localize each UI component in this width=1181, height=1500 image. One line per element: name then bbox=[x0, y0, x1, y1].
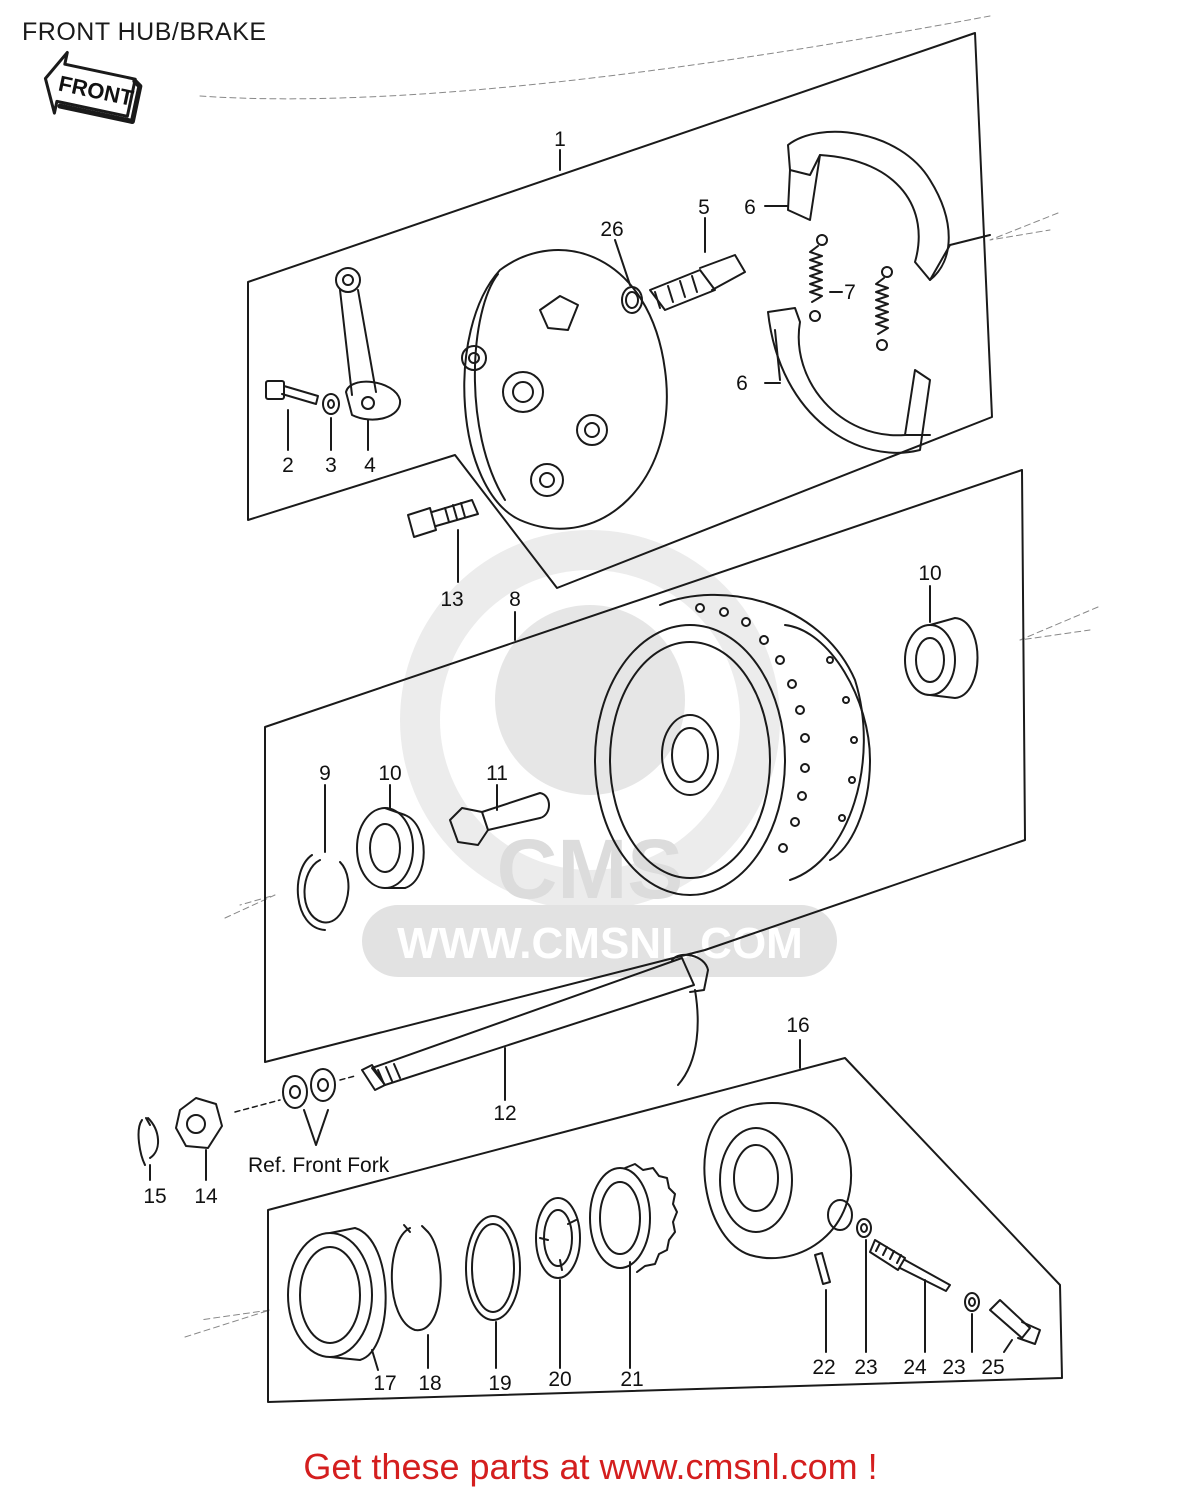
callout-10-right: 10 bbox=[918, 562, 941, 585]
part-3-washer[interactable] bbox=[322, 393, 340, 415]
part-14-axle-nut[interactable] bbox=[175, 1097, 223, 1149]
front-fork-washers bbox=[234, 1068, 356, 1146]
box-meter-gear-assembly bbox=[267, 1057, 1063, 1403]
centerlines bbox=[184, 15, 1099, 1338]
watermark-logo-text: CMS bbox=[497, 822, 684, 916]
callout-2: 2 bbox=[282, 454, 294, 477]
callout-8: 8 bbox=[509, 588, 521, 611]
callout-15: 15 bbox=[143, 1185, 166, 1208]
part-23-washer-b[interactable] bbox=[964, 1292, 980, 1312]
part-19-washer[interactable] bbox=[465, 1215, 521, 1321]
part-22-pin[interactable] bbox=[814, 1252, 831, 1285]
callout-23-a: 23 bbox=[854, 1356, 877, 1379]
callout-20: 20 bbox=[548, 1368, 571, 1391]
callout-22: 22 bbox=[812, 1356, 835, 1379]
part-24-speedometer-pinion[interactable] bbox=[869, 1239, 951, 1292]
part-11-spacer[interactable] bbox=[449, 792, 550, 846]
leader-26 bbox=[614, 239, 631, 286]
callout-11: 11 bbox=[486, 762, 508, 785]
part-1-brake-panel[interactable] bbox=[461, 249, 668, 530]
callout-labels: 1 2 3 4 5 6 6 7 8 9 10 10 11 12 13 14 15… bbox=[143, 128, 1004, 1395]
callout-14: 14 bbox=[194, 1185, 218, 1208]
box-brake-panel-assembly bbox=[247, 32, 993, 589]
watermark-logo: CMS WWW.CMSNL.COM bbox=[362, 530, 837, 977]
callout-13: 13 bbox=[440, 588, 463, 611]
callout-21: 21 bbox=[620, 1368, 643, 1391]
part-12-front-axle[interactable] bbox=[361, 953, 709, 1091]
part-10-bearing-right[interactable] bbox=[904, 617, 979, 699]
callout-12: 12 bbox=[493, 1102, 516, 1125]
callout-25: 25 bbox=[981, 1356, 1004, 1379]
callout-7: 7 bbox=[844, 281, 856, 304]
part-16-speedometer-gear-housing[interactable] bbox=[703, 1102, 853, 1260]
part-25-bushing[interactable] bbox=[989, 1299, 1041, 1345]
callout-17: 17 bbox=[373, 1372, 396, 1395]
part-13-bolt[interactable] bbox=[407, 499, 479, 538]
leader-17 bbox=[371, 1349, 379, 1371]
callout-26: 26 bbox=[600, 218, 623, 241]
front-direction-arrow-icon: FRONT bbox=[43, 50, 143, 124]
part-5-brake-cam[interactable] bbox=[649, 254, 746, 311]
box-hub-assembly bbox=[264, 469, 1026, 1063]
part-2-bolt[interactable] bbox=[265, 380, 319, 405]
callout-10-left: 10 bbox=[378, 762, 401, 785]
part-23-washer-a[interactable] bbox=[856, 1218, 872, 1238]
callout-19: 19 bbox=[488, 1372, 511, 1395]
leader-25 bbox=[1003, 1339, 1013, 1353]
part-9-circlip[interactable] bbox=[296, 854, 350, 931]
callout-3: 3 bbox=[325, 454, 337, 477]
ref-front-fork-note: Ref. Front Fork bbox=[248, 1154, 390, 1177]
part-21-speedometer-drive-gear[interactable] bbox=[589, 1163, 678, 1273]
part-6-brake-shoe-upper[interactable] bbox=[787, 130, 991, 281]
exploded-parts-diagram: CMS WWW.CMSNL.COM FRONT bbox=[43, 15, 1099, 1403]
callout-18: 18 bbox=[418, 1372, 441, 1395]
callout-6-lower: 6 bbox=[736, 372, 748, 395]
part-8-wheel-hub[interactable] bbox=[594, 593, 871, 896]
part-17-oil-seal[interactable] bbox=[287, 1227, 387, 1361]
part-4-brake-cam-lever[interactable] bbox=[335, 267, 402, 421]
part-20-gear-retainer[interactable] bbox=[535, 1197, 581, 1279]
callout-9: 9 bbox=[319, 762, 331, 785]
callout-23-b: 23 bbox=[942, 1356, 965, 1379]
callout-1: 1 bbox=[554, 128, 566, 151]
callout-24: 24 bbox=[903, 1356, 927, 1379]
callout-5: 5 bbox=[698, 196, 710, 219]
watermark-url: WWW.CMSNL.COM bbox=[397, 919, 803, 968]
part-18-circlip[interactable] bbox=[390, 1224, 442, 1332]
part-7-brake-springs[interactable] bbox=[809, 234, 893, 351]
callout-16: 16 bbox=[786, 1014, 809, 1037]
get-parts-link[interactable]: Get these parts at www.cmsnl.com ! bbox=[303, 1446, 878, 1487]
part-10-bearing-left[interactable] bbox=[356, 807, 425, 889]
part-15-cotter-pin[interactable] bbox=[137, 1117, 159, 1166]
part-26-o-ring[interactable] bbox=[621, 286, 643, 314]
page-title: FRONT HUB/BRAKE bbox=[22, 18, 267, 46]
callout-6-upper: 6 bbox=[744, 196, 756, 219]
callout-4: 4 bbox=[364, 454, 376, 477]
part-6-brake-shoe-lower[interactable] bbox=[767, 307, 931, 454]
